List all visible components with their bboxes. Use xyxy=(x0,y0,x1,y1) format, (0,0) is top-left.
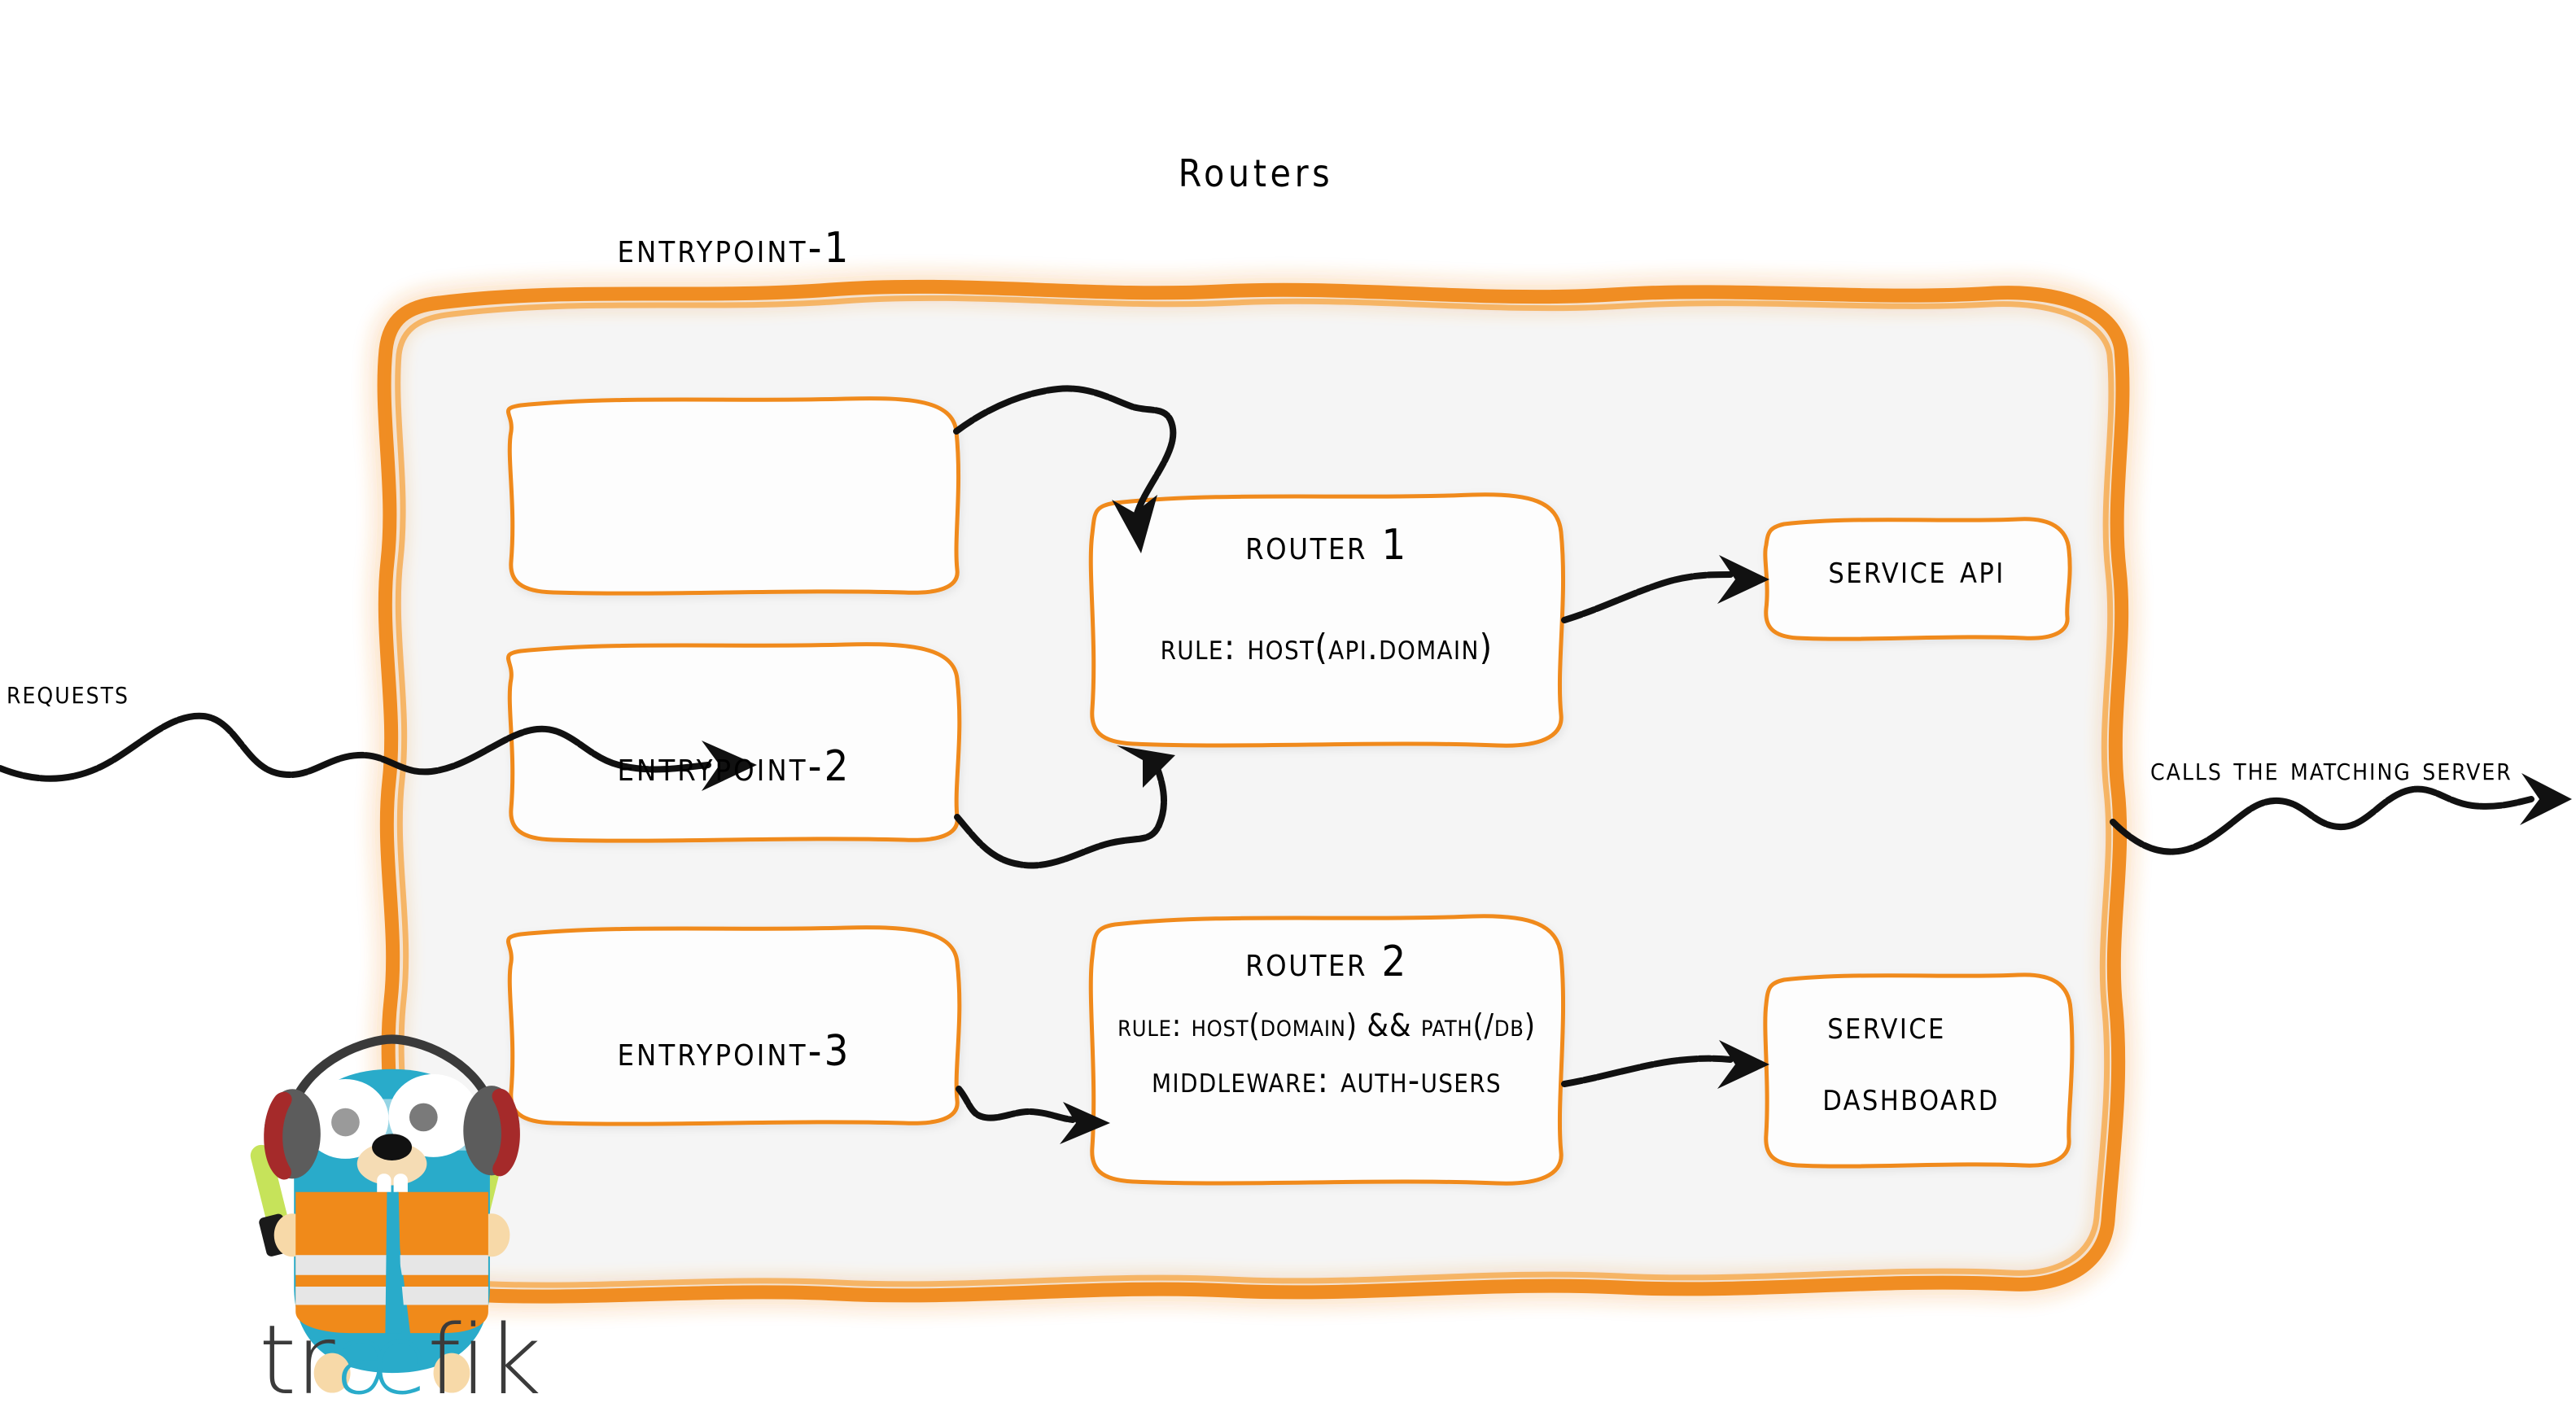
mascot-headphone-band xyxy=(287,1034,496,1112)
page-title: Routers xyxy=(1178,151,1334,195)
arrow-router1-to-service-api xyxy=(1561,555,1769,623)
service-box-api[interactable] xyxy=(1763,517,2072,641)
entrypoint-label-2: entrypoint-2 xyxy=(617,742,851,791)
mascot-foot-left xyxy=(313,1353,351,1393)
entrypoint-label-1: entrypoint-1 xyxy=(617,224,851,273)
wordmark-suffix: fik xyxy=(427,1304,541,1416)
arrow-entrypoint3-to-router2 xyxy=(956,1086,1110,1144)
routers-container-border-second-pass xyxy=(395,295,2115,1288)
router-rule-2: rule: Host(domain) && Path(/db) xyxy=(1117,1007,1536,1043)
mascot-foot-right xyxy=(433,1353,470,1393)
entrypoint-box-3[interactable] xyxy=(505,925,962,1126)
wordmark-prefix: tr xyxy=(259,1304,335,1416)
entrypoint-box-1[interactable] xyxy=(505,396,961,596)
mascot-nose xyxy=(372,1134,413,1160)
traefik-wordmark: træfik xyxy=(259,1312,541,1408)
service-label-dashboard-line2: Dashboard xyxy=(1822,1074,2000,1120)
arrow-router2-to-service-dashboard xyxy=(1561,1040,1769,1089)
entrypoint-label-3: entrypoint-3 xyxy=(617,1027,851,1076)
router-middleware-2: Middleware: auth-users xyxy=(1152,1060,1502,1101)
arrow-requests-in xyxy=(0,712,757,791)
mascot-vest-stripe-upper xyxy=(295,1255,488,1275)
mascot-earcup-right-red xyxy=(492,1088,520,1177)
mascot-pupil-left xyxy=(331,1108,360,1137)
service-label-dashboard-line1: Service xyxy=(1827,1003,1946,1048)
service-box-dashboard[interactable] xyxy=(1763,972,2075,1169)
router-title-2: Router 2 xyxy=(1245,937,1408,986)
mascot-pupil-right xyxy=(409,1103,438,1132)
router-box-2[interactable] xyxy=(1088,914,1566,1186)
label-incoming-requests: Requests xyxy=(7,674,129,711)
arrow-entrypoint1-to-router1 xyxy=(953,385,1177,553)
service-label-api: Service API xyxy=(1828,547,2005,592)
label-calls-matching-server: Calls the matching server xyxy=(2150,750,2513,788)
router-box-1[interactable] xyxy=(1088,492,1566,748)
wordmark-accent-ae: æ xyxy=(334,1304,428,1416)
mascot-earcup-left-red xyxy=(264,1091,292,1180)
router-rule-1: rule: Host(api.domain) xyxy=(1160,627,1494,668)
entrypoint-box-2[interactable] xyxy=(505,642,962,843)
mascot-vest-center-seam xyxy=(385,1191,402,1334)
router-title-1: Router 1 xyxy=(1245,521,1408,570)
arrow-entrypoint2-to-router1 xyxy=(954,745,1175,869)
routers-container-border xyxy=(377,279,2130,1304)
traefik-gopher-mascot xyxy=(250,1034,520,1393)
arrow-calls-matching-server xyxy=(2110,773,2572,855)
